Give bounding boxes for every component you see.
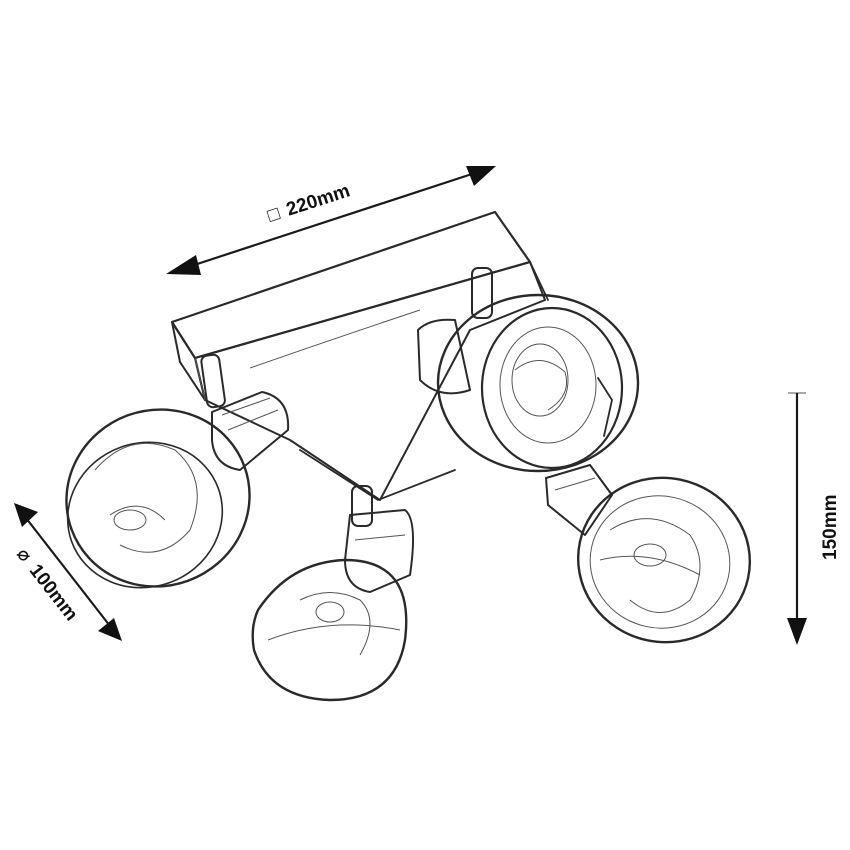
height-value: 150mm <box>820 495 841 561</box>
svg-text:□ 220mm: □ 220mm <box>265 180 353 226</box>
spotlight-left <box>65 353 290 589</box>
spotlight-right <box>545 464 752 644</box>
diameter-symbol: ⌀ <box>12 544 36 566</box>
diameter-value: 100mm <box>25 560 82 625</box>
width-symbol: □ <box>265 203 283 227</box>
dimension-height: 150mm <box>787 392 841 645</box>
spotlight-front <box>251 485 414 702</box>
svg-text:⌀ 100mm: ⌀ 100mm <box>12 544 82 625</box>
width-value: 220mm <box>284 180 353 220</box>
spotlight-back <box>417 267 640 473</box>
dimension-width: □ 220mm <box>166 166 496 275</box>
ceiling-base-plate <box>170 210 549 501</box>
